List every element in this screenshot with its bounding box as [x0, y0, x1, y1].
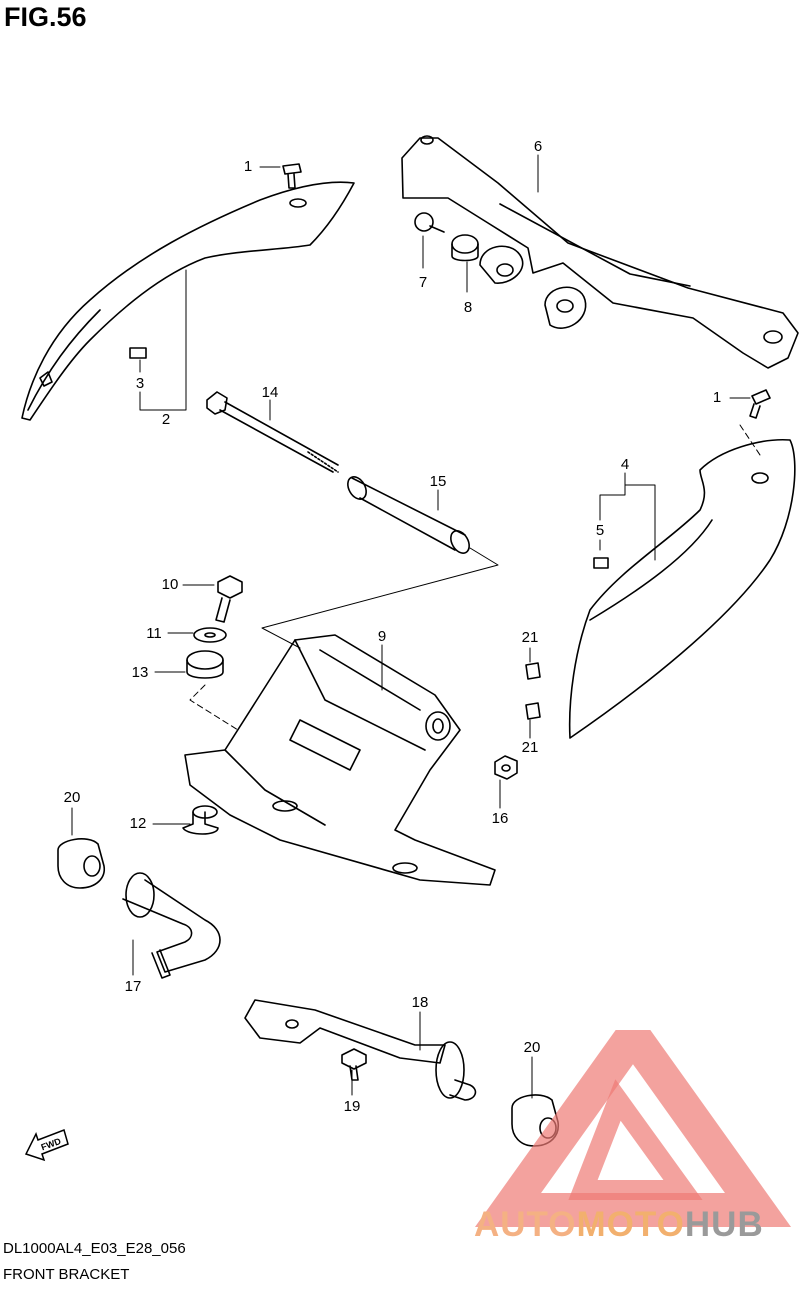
bolt-part	[215, 575, 243, 623]
callout-16: 16	[491, 810, 509, 827]
section-name: FRONT BRACKET	[3, 1266, 130, 1283]
callout-20: 20	[63, 789, 81, 806]
callout-13: 13	[131, 664, 149, 681]
long-bolt-part	[206, 391, 339, 473]
spacer-part	[57, 838, 105, 889]
callout-7: 7	[418, 274, 428, 291]
center-bracket-part	[184, 634, 496, 886]
grommet-part	[186, 650, 224, 679]
watermark-moto: MOTO	[576, 1205, 685, 1244]
collar-part	[182, 805, 219, 835]
callout-21: 21	[521, 739, 539, 756]
left-cover-part	[21, 181, 355, 421]
callout-14: 14	[261, 384, 279, 401]
stay-part	[122, 872, 221, 979]
callout-18: 18	[411, 994, 429, 1011]
washer-part	[193, 627, 227, 643]
callout-5: 5	[595, 522, 605, 539]
watermark-text: AUTOMOTOHUB	[474, 1205, 764, 1245]
callout-1: 1	[712, 389, 722, 406]
figure-title: FIG.56	[4, 2, 87, 32]
automotohub-logo-icon	[474, 1030, 792, 1227]
callout-9: 9	[377, 628, 387, 645]
screw-part	[282, 163, 771, 419]
callout-10: 10	[161, 576, 179, 593]
callout-1: 1	[243, 158, 253, 175]
watermark-auto: AUTO	[474, 1205, 577, 1244]
callout-3: 3	[135, 375, 145, 392]
collar-part	[347, 476, 470, 554]
clip-part	[525, 662, 541, 680]
grommet-part	[451, 234, 479, 262]
callout-12: 12	[129, 815, 147, 832]
forward-arrow-icon: FWD	[24, 1129, 69, 1162]
leader-lines	[71, 154, 761, 1099]
callout-2: 2	[161, 411, 171, 428]
callout-4: 4	[620, 456, 630, 473]
bolt-part	[414, 212, 445, 233]
bolt-part	[341, 1048, 367, 1081]
callout-6: 6	[533, 138, 543, 155]
callout-15: 15	[429, 473, 447, 490]
leader-line	[189, 684, 239, 731]
upper-bracket-part	[401, 135, 799, 369]
nut-part	[494, 755, 518, 780]
stay-part	[244, 999, 477, 1101]
model-code: DL1000AL4_E03_E28_056	[3, 1240, 186, 1257]
leader-line	[261, 547, 499, 649]
callout-11: 11	[146, 625, 162, 642]
callout-19: 19	[343, 1098, 361, 1115]
label-part	[593, 557, 609, 569]
clip-part	[525, 702, 541, 720]
label-part	[129, 347, 147, 359]
callout-8: 8	[463, 299, 473, 316]
callout-21: 21	[521, 629, 539, 646]
callout-20: 20	[523, 1039, 541, 1056]
right-cover-part	[568, 438, 796, 739]
callout-17: 17	[124, 978, 142, 995]
watermark-hub: HUB	[684, 1205, 764, 1244]
